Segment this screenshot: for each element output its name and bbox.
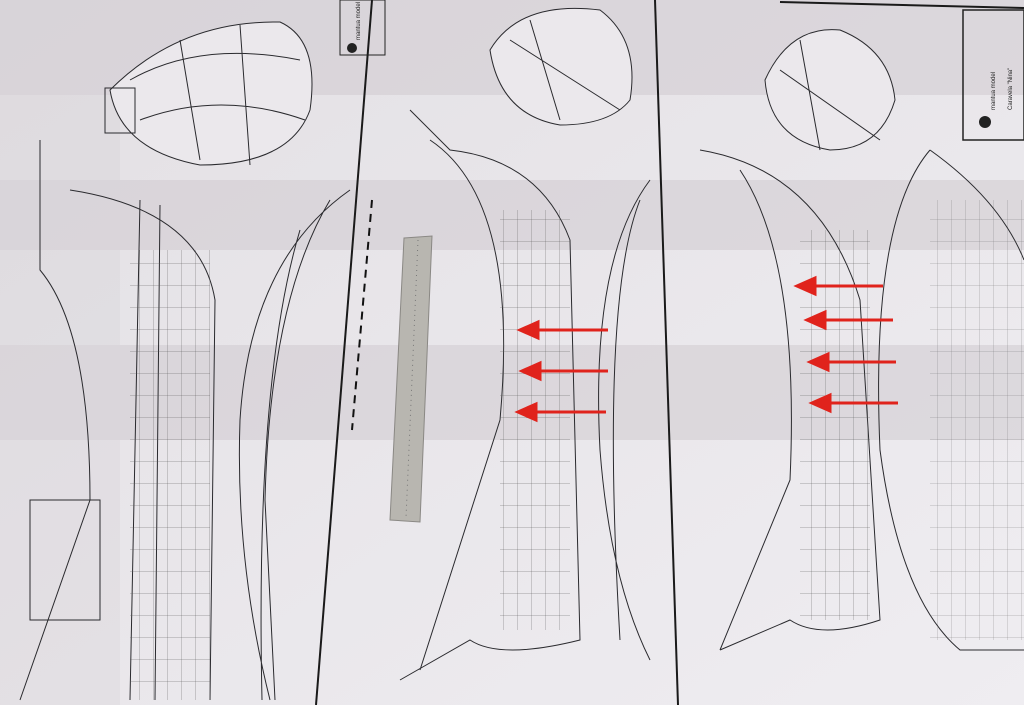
sheet-edges [315, 0, 1024, 705]
right-sheet-drawing [699, 29, 1024, 651]
red-arrows [514, 275, 898, 423]
arrow-icon [516, 319, 608, 341]
logo-text: mantua model [356, 2, 362, 40]
arrow-icon [514, 401, 606, 423]
left-sheet-drawing [19, 21, 351, 701]
arrow-icon [793, 275, 883, 297]
title-block-title: Caravela "Nina" [1008, 68, 1014, 110]
left-sheet-logo: mantua model [339, 0, 386, 56]
arrow-icon [803, 309, 893, 331]
arrow-icon [808, 392, 898, 414]
arrow-icon [518, 360, 608, 382]
right-sheet-title-block: mantua model Caravela "Nina" [962, 9, 1024, 141]
scale-bar [351, 199, 373, 431]
title-block-logo-text: mantua model [991, 72, 997, 110]
ruler [389, 235, 433, 523]
arrow-icon [806, 351, 896, 373]
